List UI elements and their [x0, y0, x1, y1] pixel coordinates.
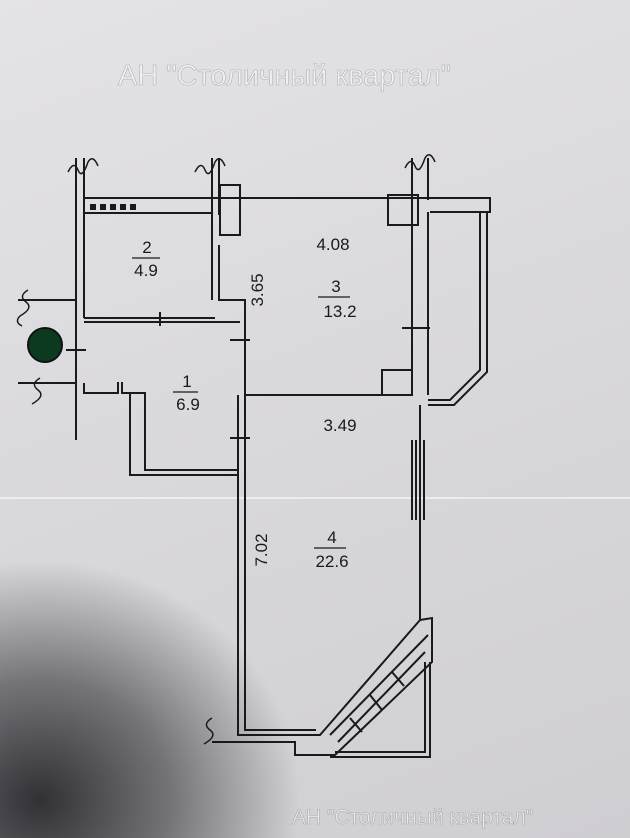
watermark-corner: АН "Столичный квартал"	[292, 806, 534, 830]
wall-break-marks	[16, 154, 436, 745]
walls	[18, 158, 491, 758]
room-2-area: 4.9	[134, 261, 158, 280]
room-4-area: 22.6	[315, 552, 348, 571]
dimension-room4-width: 3.49	[323, 416, 356, 435]
room-1-area: 6.9	[176, 395, 200, 414]
dimension-room3-width: 4.08	[316, 235, 349, 254]
vent-blocks	[90, 204, 136, 210]
watermark: АН "Столичный квартал"	[118, 60, 452, 93]
room-3-area: 13.2	[323, 302, 356, 321]
room-3-number: 3	[331, 277, 340, 296]
dimension-room4-length: 7.02	[252, 533, 271, 566]
room-1-number: 1	[182, 372, 191, 391]
dimension-room3-length: 3.65	[248, 273, 267, 306]
room-2-number: 2	[142, 238, 151, 257]
room-4-number: 4	[327, 528, 336, 547]
riser-pipe-icon	[27, 327, 63, 363]
